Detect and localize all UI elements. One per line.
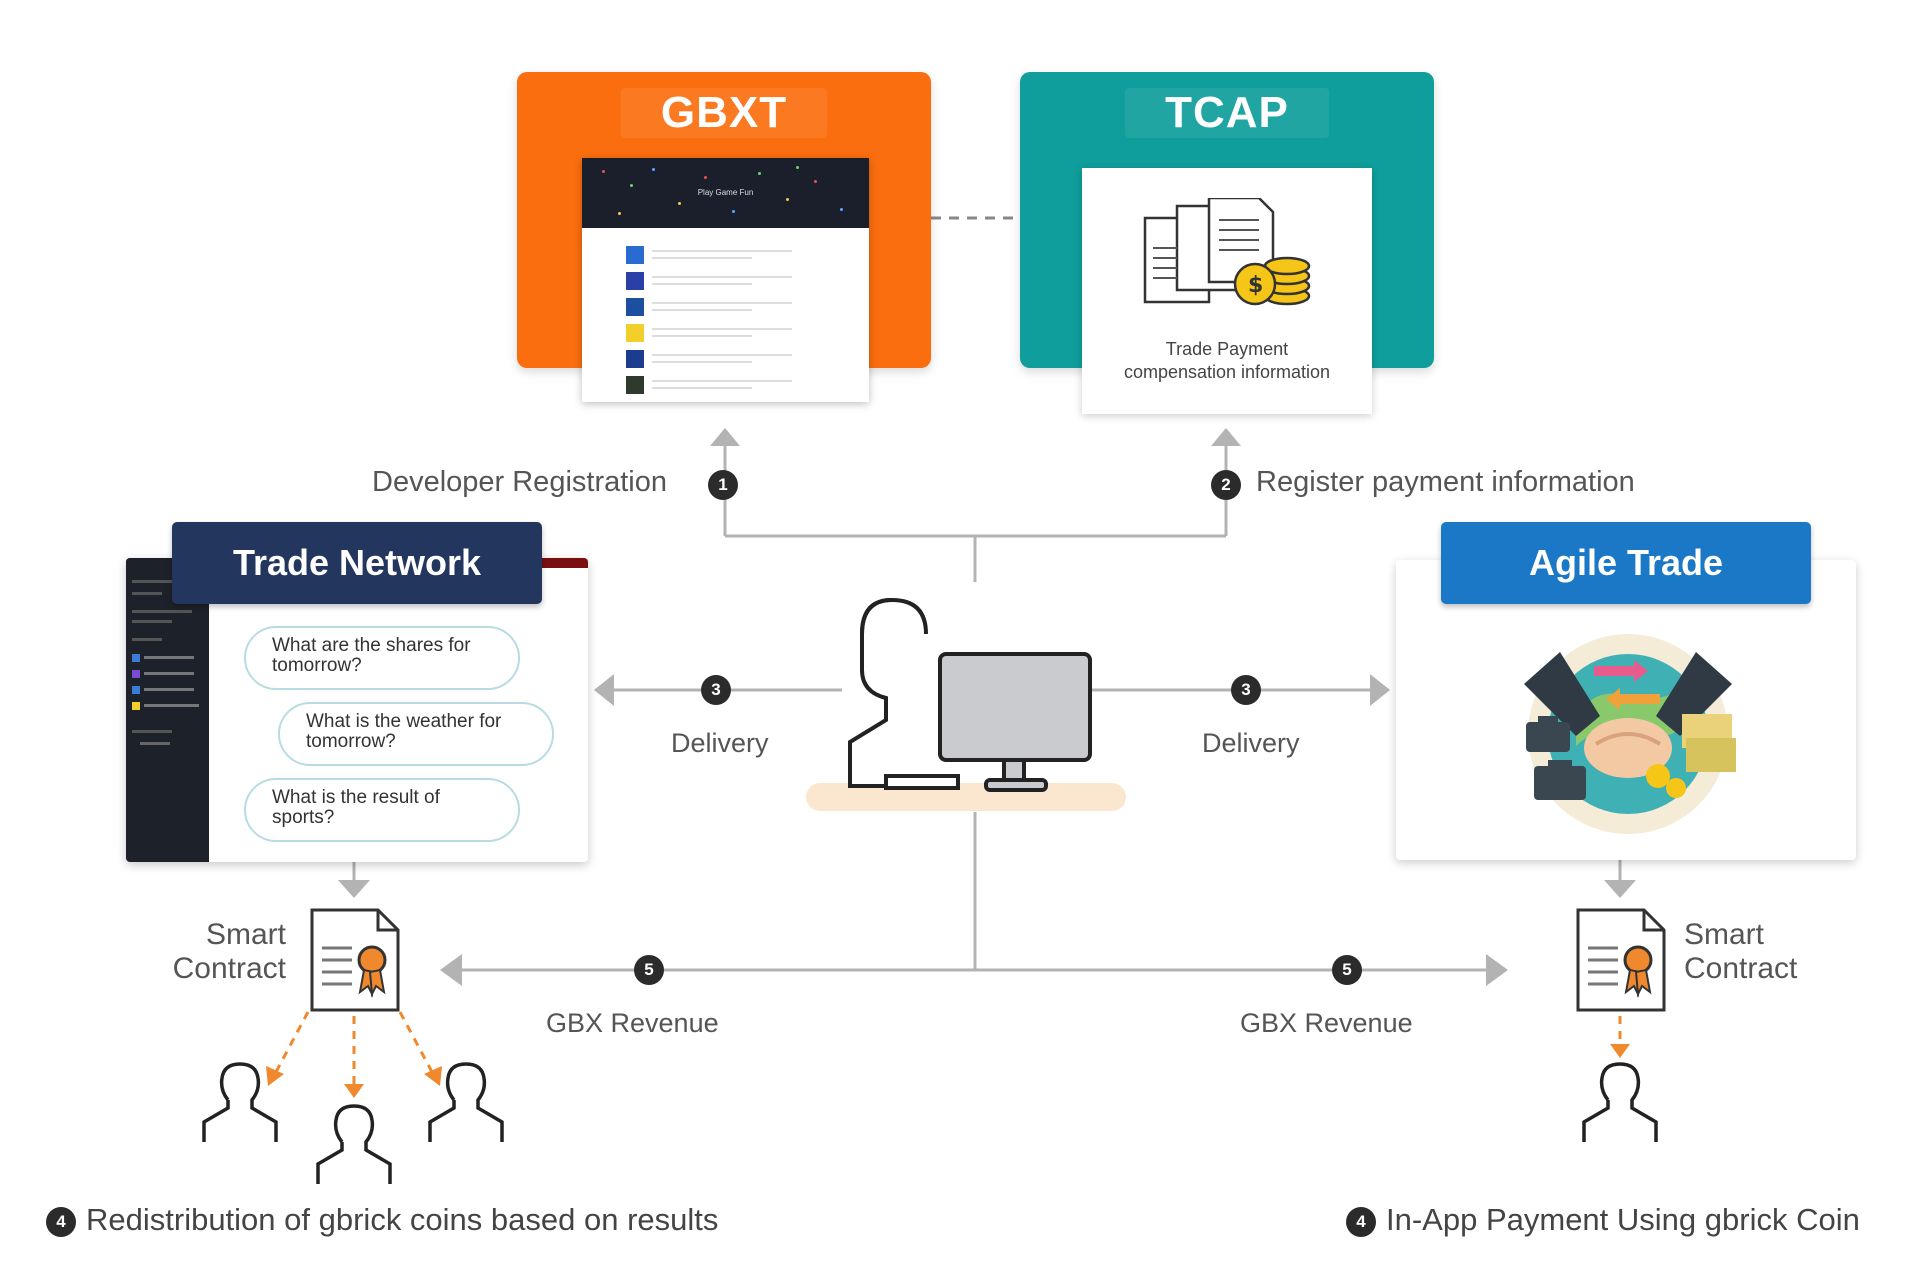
arrow-icon xyxy=(424,1066,442,1086)
handshake-icon xyxy=(1524,634,1736,834)
arrow-icon xyxy=(594,674,614,706)
arrow-icon xyxy=(1211,428,1241,446)
trade-network-sidebar xyxy=(126,558,209,862)
redistribution-label: Redistribution of gbrick coins based on … xyxy=(86,1202,719,1237)
smart-contract-right-label: Smart Contract xyxy=(1684,918,1798,985)
arrow-icon xyxy=(1610,1044,1630,1058)
arrow-icon xyxy=(1604,880,1636,898)
payout-line-left xyxy=(274,1011,310,1073)
step-badge-3-left: 3 xyxy=(701,675,731,705)
list-item xyxy=(626,298,826,316)
gbx-revenue-right-label: GBX Revenue xyxy=(1240,1008,1413,1038)
user-at-computer-icon xyxy=(848,597,1092,792)
step-badge-5-right: 5 xyxy=(1332,955,1362,985)
arrow-icon xyxy=(266,1066,284,1086)
trade-network-title: Trade Network xyxy=(172,522,542,604)
contract-icon xyxy=(1576,908,1666,1012)
list-item xyxy=(626,324,826,342)
step-badge-4-left: 4 xyxy=(46,1207,76,1237)
coin-stack-icon xyxy=(1233,256,1311,306)
step-badge-3-right: 3 xyxy=(1231,675,1261,705)
question-bubble: What is the result of sports? xyxy=(244,778,520,842)
gbx-revenue-left-label: GBX Revenue xyxy=(546,1008,719,1038)
arrow-icon xyxy=(440,954,462,986)
documents-icon: $ xyxy=(1143,198,1311,306)
gbxt-screen-banner: Play Game Fun xyxy=(697,188,754,197)
step-badge-2: 2 xyxy=(1211,470,1241,500)
question-bubble: What is the weather for tomorrow? xyxy=(278,702,554,766)
tcap-title: TCAP xyxy=(1125,88,1329,138)
person-icon xyxy=(316,1104,392,1184)
step-badge-4-right: 4 xyxy=(1346,1207,1376,1237)
agile-trade-panel xyxy=(1396,560,1856,860)
tcap-caption: Trade Payment compensation information xyxy=(1082,338,1372,384)
list-item xyxy=(626,272,826,290)
arrow-icon xyxy=(338,880,370,898)
delivery-right-label: Delivery xyxy=(1202,728,1300,758)
gbxt-app-screenshot: Play Game Fun xyxy=(582,158,869,402)
smart-contract-left-label: Smart Contract xyxy=(172,918,286,985)
step-badge-5-left: 5 xyxy=(634,955,664,985)
arrow-icon xyxy=(710,428,740,446)
list-item xyxy=(626,246,826,264)
delivery-left-label: Delivery xyxy=(671,728,769,758)
developer-registration-label: Developer Registration xyxy=(372,466,667,498)
person-icon xyxy=(1582,1062,1658,1142)
question-bubble: What are the shares for tomorrow? xyxy=(244,626,520,690)
tcap-caption-line1: Trade Payment xyxy=(1165,339,1289,359)
gbxt-title: GBXT xyxy=(620,88,828,138)
gbxt-screen-hero: Play Game Fun xyxy=(582,158,869,228)
tcap-info-card: $ Trade Payment compensation information xyxy=(1082,168,1372,414)
person-icon xyxy=(202,1062,278,1142)
person-icon xyxy=(428,1062,504,1142)
arrow-icon xyxy=(1370,674,1390,706)
in-app-payment-label: In-App Payment Using gbrick Coin xyxy=(1386,1202,1860,1237)
contract-icon xyxy=(310,908,400,1012)
list-item xyxy=(626,376,826,394)
payout-line-right xyxy=(398,1011,434,1073)
arrow-icon xyxy=(1486,954,1508,986)
arrow-icon xyxy=(344,1084,364,1098)
step-badge-1: 1 xyxy=(708,470,738,500)
svg-text:$: $ xyxy=(1248,273,1263,298)
agile-trade-title: Agile Trade xyxy=(1441,522,1811,604)
tcap-caption-line2: compensation information xyxy=(1123,362,1331,382)
register-payment-label: Register payment information xyxy=(1256,466,1635,498)
list-item xyxy=(626,350,826,368)
